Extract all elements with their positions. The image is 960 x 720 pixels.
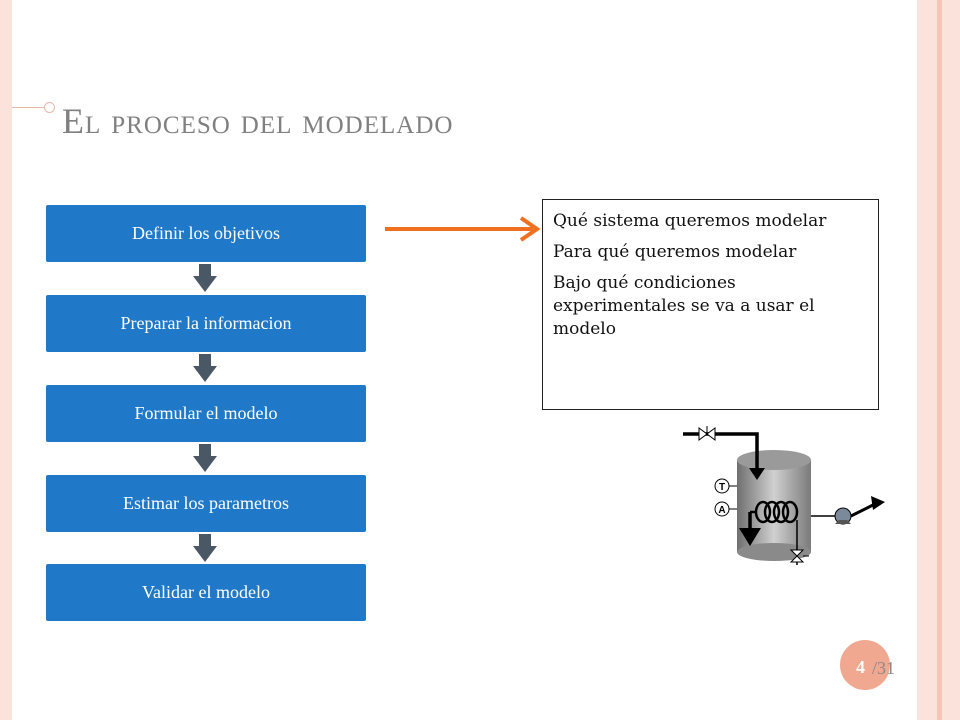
- sensor-label-a: A: [718, 505, 725, 516]
- step-preparar-informacion: Preparar la informacion: [46, 295, 366, 352]
- page-total: /31: [872, 658, 896, 678]
- page-number-badge: [840, 640, 890, 690]
- pump-icon: [834, 507, 852, 525]
- page-number: 4: [856, 657, 865, 677]
- step-formular-modelo: Formular el modelo: [46, 385, 366, 442]
- sensor-label-t: T: [719, 482, 725, 493]
- right-frame-line-3: [937, 0, 942, 720]
- title-connector-line: [12, 107, 44, 108]
- down-arrow-icon: [193, 354, 217, 382]
- down-arrow-icon: [193, 534, 217, 562]
- step-definir-objetivos: Definir los objetivos: [46, 205, 366, 262]
- objective-item: Bajo qué condiciones experimentales se v…: [553, 273, 815, 339]
- step-estimar-parametros: Estimar los parametros: [46, 475, 366, 532]
- analyzer-sensor-icon: [714, 501, 730, 517]
- temperature-sensor-icon: [714, 478, 730, 494]
- step-validar-modelo: Validar el modelo: [46, 564, 366, 621]
- right-arrow-icon: [385, 216, 541, 242]
- reactor-diagram: T A: [683, 426, 885, 565]
- left-frame-band: [0, 0, 12, 720]
- objectives-box: Qué sistema queremos modelar Para qué qu…: [542, 199, 879, 410]
- inlet-valve-icon: [698, 426, 716, 441]
- slide-title: El proceso del modelado: [62, 101, 454, 141]
- down-arrow-icon: [193, 444, 217, 472]
- outlet-valve-icon: [789, 549, 809, 563]
- down-arrow-icon: [193, 264, 217, 292]
- objective-item: Qué sistema queremos modelar: [553, 211, 827, 231]
- tank-top: [737, 450, 811, 470]
- objective-item: Para qué queremos modelar: [553, 242, 797, 262]
- title-bullet-circle: [44, 102, 55, 113]
